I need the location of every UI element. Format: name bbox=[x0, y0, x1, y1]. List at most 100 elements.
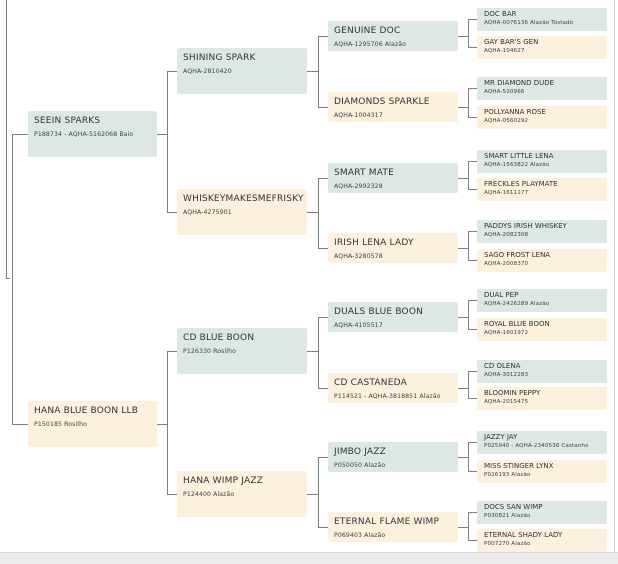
horse-name: FRECKLES PLAYMATE bbox=[484, 179, 558, 188]
connector-bracket bbox=[468, 231, 469, 261]
horse-registration: AQHA-2426289 Alazão bbox=[484, 300, 550, 307]
connector-in bbox=[468, 260, 477, 261]
horse-name: DUAL PEP bbox=[484, 290, 519, 299]
connector-in bbox=[318, 36, 328, 37]
connector-bracket bbox=[468, 512, 469, 541]
connector-bracket bbox=[468, 371, 469, 399]
connector-out bbox=[458, 527, 468, 528]
scroll-edge bbox=[614, 0, 615, 552]
horse-name: DIAMONDS SPARKLE bbox=[334, 97, 430, 107]
connector-out bbox=[307, 71, 318, 72]
horse-registration: AQHA-2810420 bbox=[183, 68, 232, 75]
connector-out bbox=[307, 494, 318, 495]
connector-in bbox=[468, 329, 477, 330]
connector-in bbox=[318, 388, 328, 389]
connector-in bbox=[318, 457, 328, 458]
connector-out bbox=[458, 457, 468, 458]
connector-bracket bbox=[468, 300, 469, 330]
horse-name: MISS STINGER LYNX bbox=[484, 461, 554, 470]
horse-registration: P007270 Alazão bbox=[484, 540, 531, 547]
tree-root-connector-stub bbox=[6, 278, 10, 279]
connector-out bbox=[307, 351, 318, 352]
connector-in bbox=[318, 107, 328, 108]
horse-registration: AQHA-0560292 bbox=[484, 117, 529, 124]
horse-name: HANA BLUE BOON LLB bbox=[34, 406, 139, 416]
horse-name: SMART MATE bbox=[334, 168, 394, 178]
connector-in bbox=[468, 398, 477, 399]
connector-in bbox=[318, 527, 328, 528]
horse-name: POLLYANNA ROSE bbox=[484, 107, 546, 116]
horse-card-gen2-2[interactable]: CD BLUE BOON P126330 Rosilho bbox=[177, 328, 307, 374]
horse-name: IRISH LENA LADY bbox=[334, 238, 414, 248]
horse-name: MR DIAMOND DUDE bbox=[484, 78, 555, 87]
horse-registration: P050050 Alazão bbox=[334, 462, 386, 469]
connector-bracket bbox=[468, 442, 469, 472]
horizontal-scrollbar[interactable] bbox=[0, 552, 618, 564]
horse-name: SMART LITTLE LENA bbox=[484, 151, 554, 160]
connector-bracket bbox=[468, 88, 469, 118]
horse-registration: AQHA-1611177 bbox=[484, 189, 529, 196]
horse-name: CD BLUE BOON bbox=[183, 333, 255, 343]
horse-card-gen3-3[interactable]: IRISH LENA LADY AQHA-3280578 bbox=[328, 233, 458, 263]
horse-registration: AQHA-1295706 Alazão bbox=[334, 41, 406, 48]
connector-bracket bbox=[318, 178, 319, 249]
connector-in bbox=[468, 540, 477, 541]
horse-registration: P126330 Rosilho bbox=[183, 348, 236, 355]
connector-out bbox=[157, 134, 167, 135]
horse-name: PADDYS IRISH WHISKEY bbox=[484, 221, 567, 230]
connector-in bbox=[468, 161, 477, 162]
connector-in bbox=[167, 212, 177, 213]
horse-registration: AQHA-2015475 bbox=[484, 398, 529, 405]
root-connector-in bbox=[12, 424, 28, 425]
horse-name: SAGO FROST LENA bbox=[484, 250, 551, 259]
horse-registration: AQHA-3280578 bbox=[334, 253, 383, 260]
connector-bracket bbox=[468, 19, 469, 48]
horse-registration: AQHA-2082308 bbox=[484, 231, 529, 238]
horse-registration: AQHA-0076136 Alazão Tostado bbox=[484, 19, 574, 26]
connector-in bbox=[468, 471, 477, 472]
connector-out bbox=[458, 107, 468, 108]
horse-name: CD OLENA bbox=[484, 361, 521, 370]
connector-in bbox=[468, 88, 477, 89]
horse-registration: P114521 - AQHA-3818851 Alazão bbox=[334, 393, 441, 400]
horse-name: ETERNAL SHADY LADY bbox=[484, 530, 563, 539]
connector-in bbox=[318, 317, 328, 318]
horse-registration: AQHA-104627 bbox=[484, 47, 525, 54]
root-bracket bbox=[12, 134, 13, 425]
horse-registration: AQHA-4105517 bbox=[334, 322, 383, 329]
connector-in bbox=[468, 117, 477, 118]
root-connector-in bbox=[12, 134, 28, 135]
horse-registration: AQHA-4275901 bbox=[183, 209, 232, 216]
horse-name: ETERNAL FLAME WIMP bbox=[334, 517, 440, 527]
connector-bracket bbox=[468, 161, 469, 190]
